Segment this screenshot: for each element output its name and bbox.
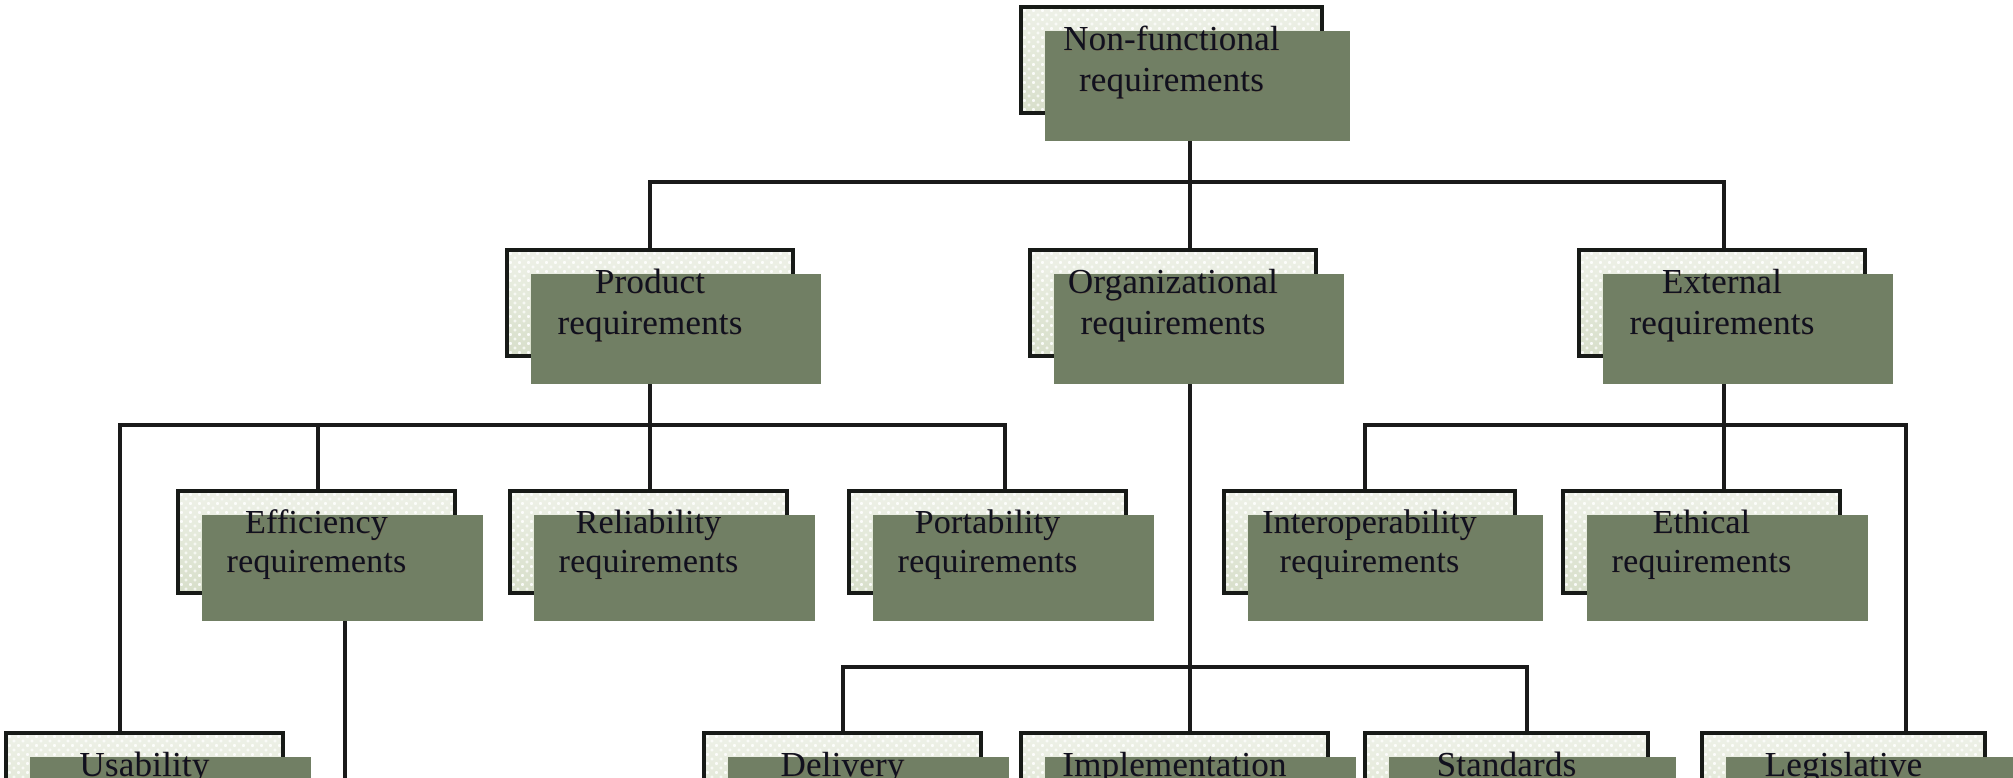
connector-to-product: [648, 180, 652, 250]
box-shadow: [1054, 274, 1344, 384]
node-label: Interoperability requirements: [1262, 503, 1477, 580]
box-shadow: [1587, 515, 1868, 621]
box-shadow: [1045, 31, 1350, 141]
node-label: Product requirements: [557, 262, 743, 342]
node-label: Usability: [79, 745, 210, 778]
connector-external-to-ethical: [1722, 423, 1726, 489]
node-label: Legislative: [1764, 745, 1923, 778]
node-interoperability-requirements[interactable]: Interoperability requirements: [1222, 489, 1543, 621]
node-efficiency-requirements[interactable]: Efficiency requirements: [176, 489, 483, 621]
node-label: Portability requirements: [897, 503, 1078, 580]
connector-product-stem: [648, 357, 652, 427]
box-shadow: [531, 274, 821, 384]
node-label: Efficiency requirements: [226, 503, 407, 580]
node-label: Standards: [1436, 745, 1577, 778]
node-product-requirements[interactable]: Product requirements: [505, 248, 821, 384]
node-reliability-requirements[interactable]: Reliability requirements: [508, 489, 815, 621]
connector-product-to-reliability: [648, 423, 652, 489]
node-label: Reliability requirements: [558, 503, 739, 580]
node-ethical-requirements[interactable]: Ethical requirements: [1561, 489, 1868, 621]
node-legislative[interactable]: Legislative: [1700, 731, 2013, 778]
node-label: External requirements: [1629, 262, 1815, 342]
node-label: Ethical requirements: [1611, 503, 1792, 580]
node-non-functional-requirements[interactable]: Non-functional requirements: [1019, 5, 1350, 141]
box-shadow: [1045, 757, 1356, 778]
node-portability-requirements[interactable]: Portability requirements: [847, 489, 1154, 621]
box-shadow: [1726, 757, 2013, 778]
node-standards[interactable]: Standards: [1363, 731, 1676, 778]
connector-organizational-bus: [841, 665, 1529, 669]
connector-external-to-interoperability: [1363, 423, 1367, 489]
box-shadow: [534, 515, 815, 621]
box-shadow: [1603, 274, 1893, 384]
connector-organizational-to-standards: [1525, 665, 1529, 733]
node-delivery[interactable]: Delivery: [702, 731, 1009, 778]
node-usability[interactable]: Usability: [4, 731, 311, 778]
node-label: Organizational requirements: [1067, 262, 1279, 342]
connector-product-to-usability: [118, 423, 122, 733]
node-label: Implementation: [1062, 745, 1287, 778]
box-shadow: [873, 515, 1154, 621]
box-shadow: [1389, 757, 1676, 778]
connector-organizational-stem: [1188, 357, 1192, 735]
connector-external-to-legislative: [1904, 423, 1908, 733]
node-label: Non-functional requirements: [1063, 19, 1280, 99]
connector-product-to-portability: [1003, 423, 1007, 489]
box-shadow: [202, 515, 483, 621]
node-label: Delivery: [780, 745, 905, 778]
node-organizational-requirements[interactable]: Organizational requirements: [1028, 248, 1344, 384]
connector-product-to-efficiency: [316, 423, 320, 489]
connector-organizational-to-delivery: [841, 665, 845, 733]
connector-external-bus: [1363, 423, 1908, 427]
connector-efficiency-stem: [343, 594, 347, 778]
connector-product-bus: [118, 423, 1007, 427]
connector-external-stem: [1722, 357, 1726, 427]
box-shadow: [30, 757, 311, 778]
box-shadow: [728, 757, 1009, 778]
node-external-requirements[interactable]: External requirements: [1577, 248, 1893, 384]
connector-to-external: [1722, 180, 1726, 250]
node-implementation[interactable]: Implementation: [1019, 731, 1356, 778]
connector-level1-bus: [648, 180, 1726, 184]
box-shadow: [1248, 515, 1543, 621]
